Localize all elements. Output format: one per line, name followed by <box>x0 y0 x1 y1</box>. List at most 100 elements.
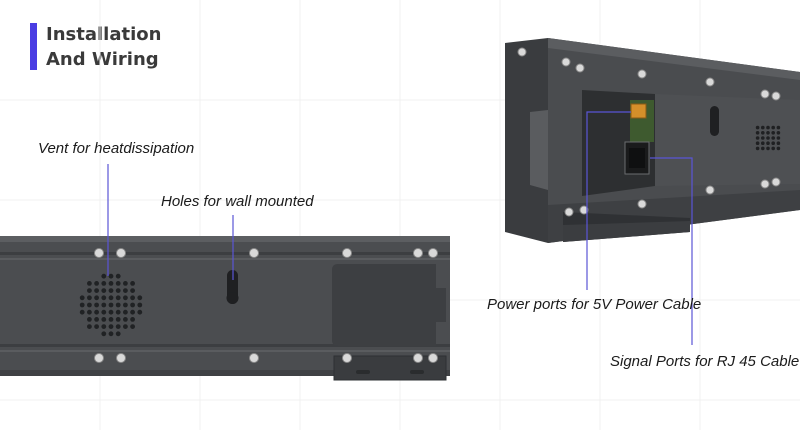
vent-hole <box>87 302 92 308</box>
vent-hole <box>94 324 99 329</box>
vent-hole <box>776 141 781 145</box>
vent-hole <box>115 309 121 315</box>
vent-hole <box>101 302 107 308</box>
vent-hole <box>108 331 114 337</box>
vent-hole <box>94 302 99 308</box>
vent-hole <box>101 273 107 279</box>
vent-hole <box>771 131 775 135</box>
vent-hole <box>137 302 143 308</box>
vent-hole <box>123 288 128 293</box>
vent-hole <box>101 317 107 322</box>
vent-hole <box>130 309 136 315</box>
vent-hole <box>94 295 99 301</box>
leader-lines <box>107 111 693 345</box>
side-angled-view <box>505 38 800 243</box>
vent-hole <box>755 136 760 140</box>
back-panel <box>0 236 450 381</box>
title-line-1: Installation <box>46 24 162 45</box>
vent-hole <box>766 131 770 135</box>
vent-hole <box>123 309 128 315</box>
vent-hole <box>108 302 114 308</box>
vent-hole <box>123 324 128 329</box>
vent-hole <box>79 309 85 315</box>
vent-hole <box>761 136 765 140</box>
vent-hole <box>137 309 143 315</box>
vent-hole <box>771 136 775 140</box>
vent-hole <box>108 309 114 315</box>
vent-hole <box>137 295 143 301</box>
vent-hole <box>766 136 770 140</box>
vent-hole <box>776 146 781 151</box>
vent-hole <box>123 281 128 286</box>
vent-hole <box>776 136 781 140</box>
vent-hole <box>761 125 765 130</box>
vent-hole <box>87 295 92 301</box>
vent-hole <box>115 288 121 293</box>
vent-hole <box>87 309 92 315</box>
vent-hole <box>130 324 136 329</box>
vent-hole <box>101 309 107 315</box>
vent-hole <box>108 317 114 322</box>
vent-hole <box>108 273 114 279</box>
vent-hole <box>115 324 121 329</box>
vent-hole <box>87 288 92 293</box>
screws-left <box>94 248 438 363</box>
vent-hole <box>115 295 121 301</box>
vent-hole <box>94 317 99 322</box>
vent-hole <box>766 141 770 145</box>
vent-hole <box>776 131 781 135</box>
title-accent-bar <box>30 23 37 70</box>
label-power: Power ports for 5V Power Cable <box>487 296 702 313</box>
vent-hole <box>755 131 760 135</box>
vent-hole <box>761 146 765 151</box>
vent-hole <box>761 141 765 145</box>
vent-hole <box>130 288 136 293</box>
vent-hole <box>776 125 781 130</box>
vent-hole <box>101 324 107 329</box>
vent-hole <box>87 317 92 322</box>
vent-hole <box>766 146 770 151</box>
vent-hole <box>761 131 765 135</box>
vent-hole <box>108 288 114 293</box>
vent-hole <box>79 295 85 301</box>
vent-hole <box>771 146 775 151</box>
screws-right <box>517 47 781 217</box>
vent-hole <box>766 125 770 130</box>
page-title: Installation And Wiring <box>46 22 161 72</box>
vent-hole <box>130 281 136 286</box>
label-signal: Signal Ports for RJ 45 Cable <box>610 353 800 370</box>
vent-hole <box>115 317 121 322</box>
vent-hole <box>130 302 136 308</box>
vent-hole <box>123 302 128 308</box>
title-line-2: And Wiring <box>46 49 159 70</box>
keyhole-slot <box>226 270 239 304</box>
vent-holes-left <box>79 273 143 337</box>
vent-holes-right <box>755 125 781 151</box>
vent-hole <box>771 125 775 130</box>
vent-hole <box>755 146 760 151</box>
vent-hole <box>755 141 760 145</box>
vent-hole <box>115 331 121 337</box>
vent-hole <box>771 141 775 145</box>
vent-hole <box>94 309 99 315</box>
vent-hole <box>101 331 107 337</box>
vent-hole <box>755 125 760 130</box>
vent-hole <box>123 295 128 301</box>
vent-hole <box>108 281 114 286</box>
vent-hole <box>79 302 85 308</box>
vent-hole <box>130 295 136 301</box>
vent-hole <box>115 302 121 308</box>
vent-hole <box>101 281 107 286</box>
leader-signal <box>650 157 693 345</box>
vent-hole <box>87 281 92 286</box>
label-vent: Vent for heatdissipation <box>38 140 195 157</box>
vent-hole <box>101 295 107 301</box>
label-holes: Holes for wall mounted <box>161 193 314 210</box>
vent-hole <box>94 288 99 293</box>
vent-hole <box>94 281 99 286</box>
leader-power <box>586 111 631 290</box>
vent-hole <box>108 295 114 301</box>
vent-hole <box>130 317 136 322</box>
vent-hole <box>123 317 128 322</box>
